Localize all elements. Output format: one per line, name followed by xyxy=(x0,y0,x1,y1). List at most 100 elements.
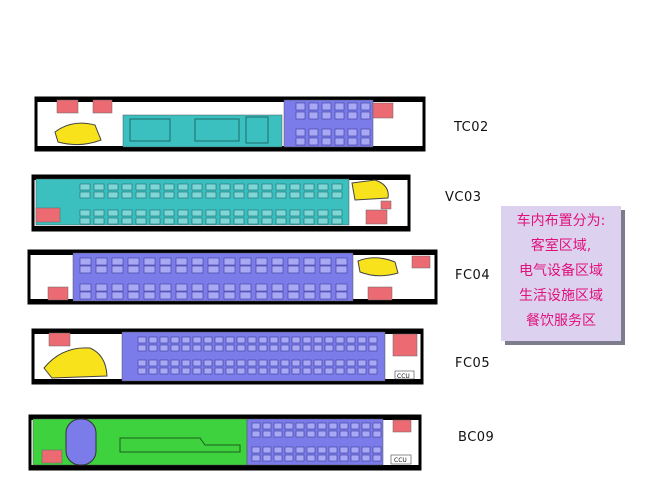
seat xyxy=(350,430,360,438)
seat xyxy=(247,209,259,217)
seat xyxy=(317,209,329,217)
seat xyxy=(339,454,349,462)
seat-grid xyxy=(79,183,343,225)
seat xyxy=(328,446,338,454)
seat xyxy=(239,291,252,300)
seat xyxy=(239,265,252,274)
seat xyxy=(308,102,319,111)
seat xyxy=(93,209,105,217)
roof-band xyxy=(33,176,409,180)
seat xyxy=(207,265,220,274)
seat xyxy=(247,336,257,344)
car-label-tc02: TC02 xyxy=(454,120,489,135)
seat-grid xyxy=(295,102,371,146)
seat xyxy=(273,446,283,454)
seat xyxy=(107,191,119,199)
seat xyxy=(335,283,348,292)
seat xyxy=(203,344,213,352)
seat xyxy=(303,291,316,300)
seat xyxy=(284,446,294,454)
seat xyxy=(159,265,172,274)
seat xyxy=(335,359,345,367)
seat xyxy=(236,367,246,375)
seat xyxy=(159,367,169,375)
seat xyxy=(280,359,290,367)
seat xyxy=(313,359,323,367)
seat xyxy=(368,367,378,375)
seat xyxy=(335,344,345,352)
seat xyxy=(261,217,273,225)
seat xyxy=(258,359,268,367)
seat xyxy=(347,111,358,120)
seat xyxy=(335,367,345,375)
seat xyxy=(317,217,329,225)
seat xyxy=(192,344,202,352)
seat xyxy=(95,265,108,274)
seat xyxy=(302,344,312,352)
seat xyxy=(111,257,124,266)
seat xyxy=(346,367,356,375)
seat xyxy=(79,257,92,266)
seat xyxy=(143,257,156,266)
seat xyxy=(334,102,345,111)
seat xyxy=(324,336,334,344)
seat xyxy=(192,336,202,344)
electrical-equipment-area xyxy=(122,114,283,148)
seat xyxy=(273,454,283,462)
seat xyxy=(306,430,316,438)
seat xyxy=(280,336,290,344)
legend-box: 车内布置分为: 客室区域, 电气设备区域 生活设施区域 餐饮服务区 xyxy=(501,206,621,341)
seat xyxy=(223,257,236,266)
equipment-area xyxy=(372,102,394,119)
seat xyxy=(121,209,133,217)
seat xyxy=(302,359,312,367)
seat xyxy=(251,430,261,438)
seat xyxy=(350,422,360,430)
seat xyxy=(261,191,273,199)
seat xyxy=(269,367,279,375)
seat xyxy=(275,183,287,191)
seat xyxy=(135,183,147,191)
seat xyxy=(357,344,367,352)
seat xyxy=(93,217,105,225)
seat xyxy=(79,265,92,274)
seat xyxy=(269,344,279,352)
seat xyxy=(339,446,349,454)
seat xyxy=(191,183,203,191)
seat xyxy=(159,283,172,292)
seat xyxy=(269,336,279,344)
seat xyxy=(335,257,348,266)
seat xyxy=(149,209,161,217)
seat xyxy=(223,291,236,300)
ccu-box xyxy=(390,454,412,465)
seat xyxy=(258,344,268,352)
seat-grid xyxy=(137,336,378,375)
equipment-area xyxy=(411,255,431,269)
seat xyxy=(170,344,180,352)
seat xyxy=(135,217,147,225)
car-label-fc04: FC04 xyxy=(455,268,491,283)
seat xyxy=(360,102,371,111)
seat xyxy=(321,111,332,120)
car-label-bc09: BC09 xyxy=(458,430,495,445)
legend-item: 客室区域, xyxy=(530,238,592,254)
seat xyxy=(295,128,306,137)
seat xyxy=(328,430,338,438)
legend-item: 电气设备区域 xyxy=(519,263,603,279)
seat xyxy=(372,454,382,462)
seat xyxy=(319,265,332,274)
seat xyxy=(303,191,315,199)
seat xyxy=(350,454,360,462)
seat xyxy=(191,217,203,225)
seat xyxy=(255,291,268,300)
equipment-area xyxy=(367,286,393,301)
equipment-area xyxy=(35,207,61,223)
seat xyxy=(207,291,220,300)
seat xyxy=(289,183,301,191)
seat xyxy=(289,217,301,225)
seat xyxy=(214,359,224,367)
floor-band xyxy=(33,226,409,230)
seat xyxy=(111,265,124,274)
roof-band xyxy=(30,416,420,420)
seat xyxy=(372,430,382,438)
